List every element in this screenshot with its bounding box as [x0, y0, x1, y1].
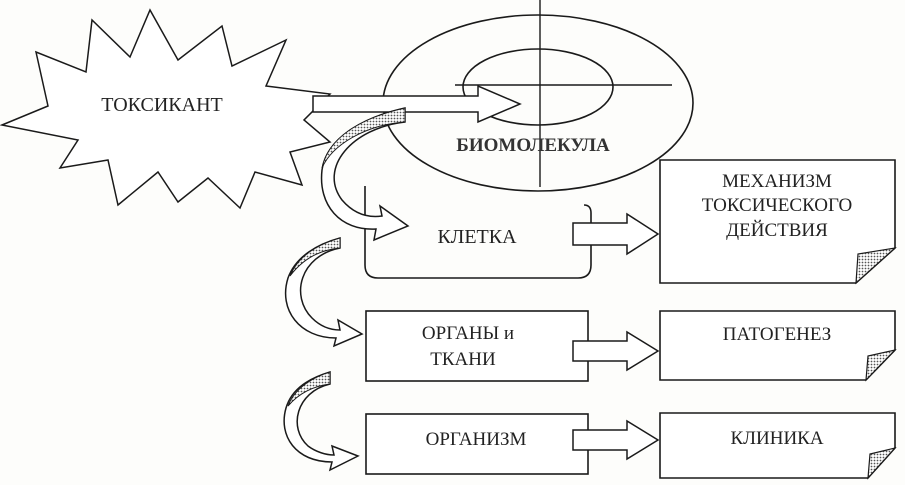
- organism-box: [365, 413, 589, 475]
- arrow-cell-to-mechanism: [572, 212, 660, 256]
- biomolecule-label: БИОМОЛЕКУЛА: [456, 135, 610, 156]
- pathogenesis-note: [659, 310, 897, 382]
- arrow-organism-to-clinic: [572, 419, 660, 461]
- curved-arrow-organs-to-organism: [283, 370, 360, 472]
- pathogenesis-label: ПАТОГЕНЕЗ: [723, 324, 832, 345]
- curved-arrow-biomolecule-to-cell: [320, 107, 410, 242]
- clinic-label: КЛИНИКА: [730, 428, 823, 449]
- toxicant-burst: [0, 8, 332, 210]
- curved-arrow-cell-to-organs: [284, 237, 364, 348]
- organism-label: ОРГАНИЗМ: [426, 429, 527, 450]
- mechanism-note: [659, 159, 897, 285]
- cell-label: КЛЕТКА: [437, 226, 517, 248]
- organs-box: [365, 310, 589, 382]
- toxicant-to-biomolecule-arrow: [312, 84, 522, 124]
- cell-box: [364, 186, 592, 279]
- mechanism-label-line2: ТОКСИЧЕСКОГО: [702, 195, 852, 216]
- toxicant-label: ТОКСИКАНТ: [101, 94, 222, 116]
- arrow-organs-to-pathogenesis: [572, 330, 660, 372]
- clinic-note: [659, 412, 897, 480]
- organs-label-line1: ОРГАНЫ и: [422, 323, 514, 344]
- mechanism-label-line1: МЕХАНИЗМ: [722, 171, 832, 192]
- organs-label-line2: ТКАНИ: [430, 349, 496, 370]
- mechanism-label-line3: ДЕЙСТВИЯ: [726, 220, 828, 241]
- biomolecule-inner-ellipse: [462, 48, 614, 126]
